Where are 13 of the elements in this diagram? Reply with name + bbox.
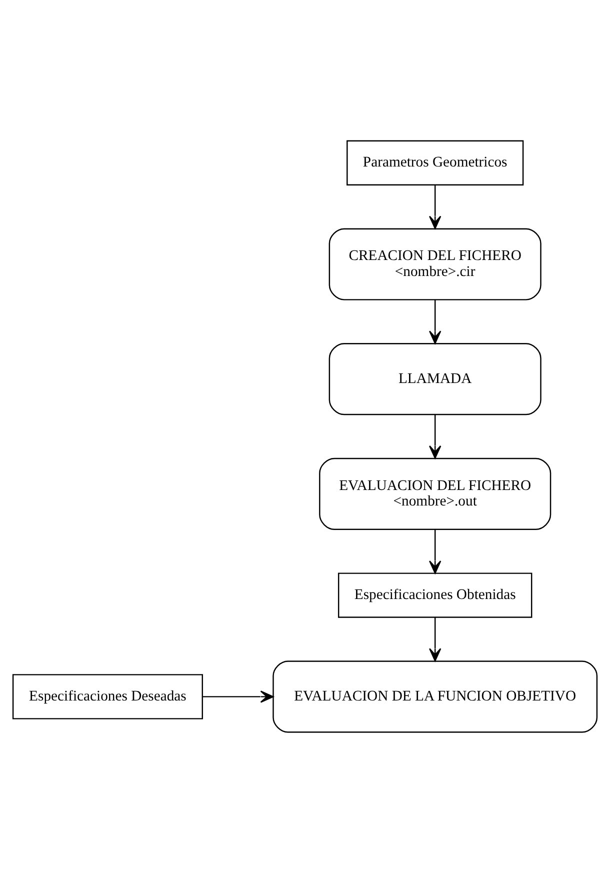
node-box: EVALUACION DE LA FUNCION OBJETIVO	[272, 660, 598, 732]
arrow	[429, 184, 442, 229]
node-box: Parametros Geometricos	[346, 140, 524, 185]
node-box: EVALUACION DEL FICHERO <nombre>.out	[319, 457, 552, 530]
arrow	[429, 414, 442, 458]
node-box: LLAMADA	[328, 342, 542, 415]
node-box: CREACION DEL FICHERO <nombre>.cir	[328, 228, 542, 300]
arrow	[429, 617, 442, 661]
arrow	[429, 299, 442, 344]
node-box: Especificaciones Deseadas	[12, 674, 203, 719]
arrow	[429, 529, 442, 574]
arrow	[202, 690, 274, 702]
node-box: Especificaciones Obtenidas	[338, 572, 532, 618]
